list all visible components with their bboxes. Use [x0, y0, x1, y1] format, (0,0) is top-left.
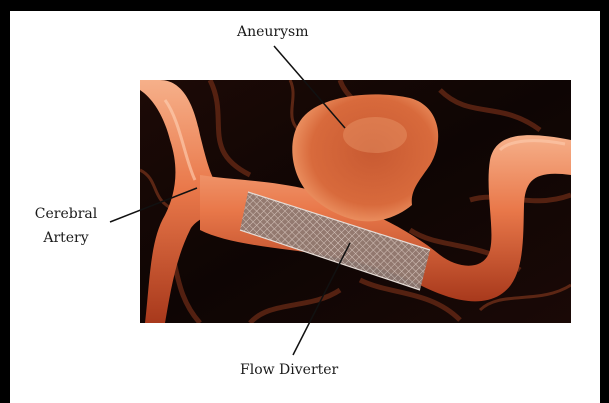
- artery-label-line2: Artery: [33, 230, 99, 247]
- flow-diverter-leader-line: [293, 243, 350, 355]
- artery-leader-line: [110, 188, 197, 222]
- aneurysm-label: Aneurysm: [237, 24, 309, 41]
- flow-diverter-label: Flow Diverter: [240, 362, 338, 379]
- cerebral-artery-label: Cerebral Artery: [33, 206, 99, 247]
- aneurysm-leader-line: [274, 46, 345, 128]
- artery-label-line1: Cerebral: [33, 206, 99, 223]
